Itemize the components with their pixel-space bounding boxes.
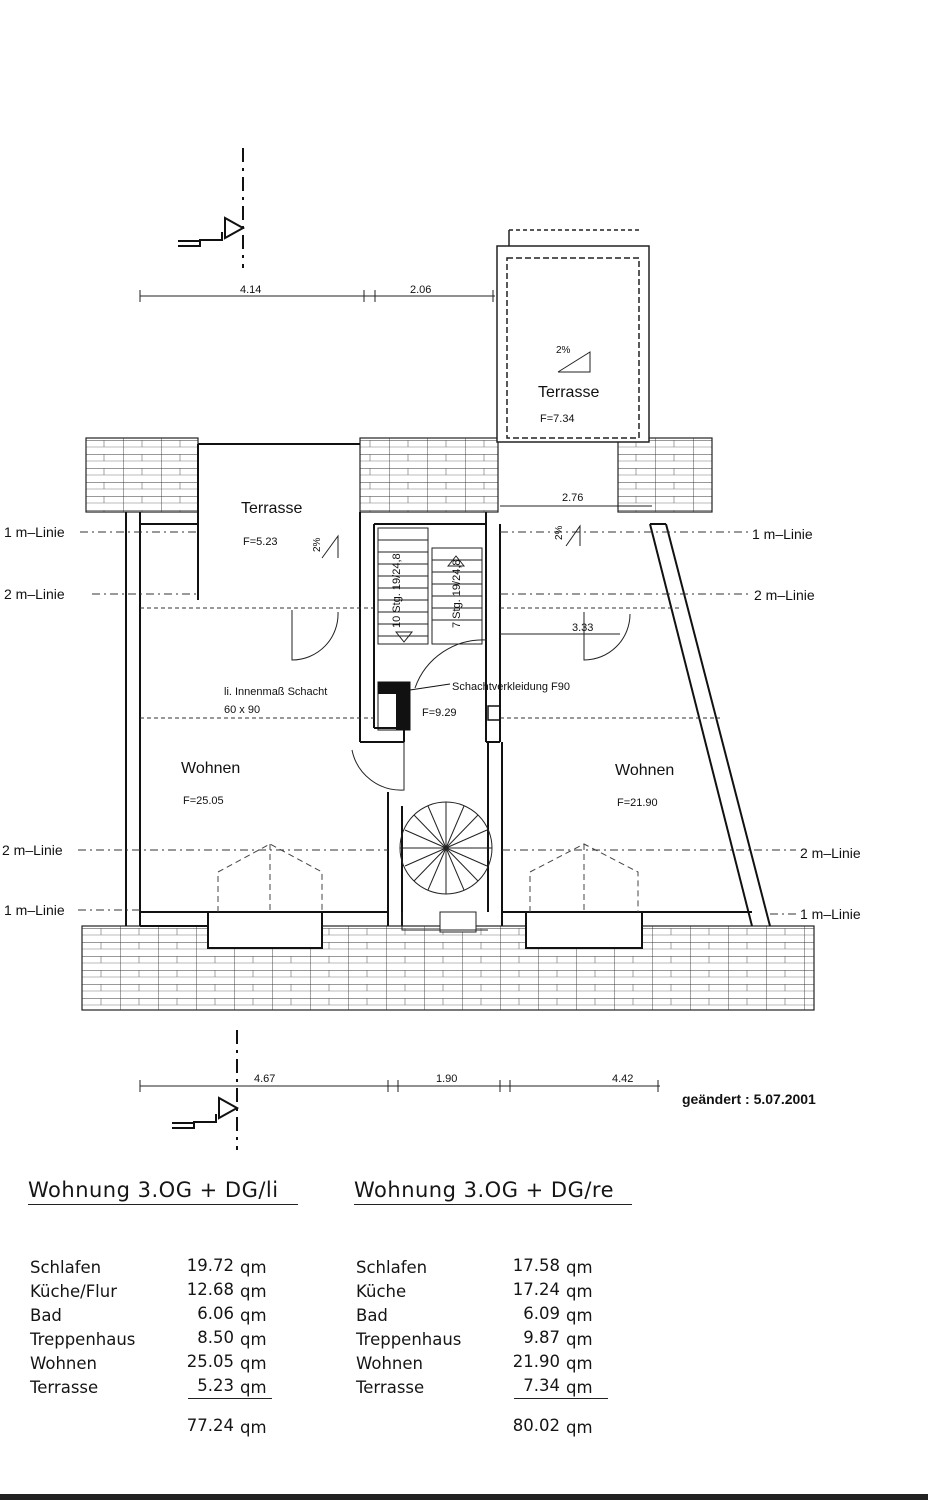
spiral-stair (399, 801, 493, 933)
section-marker-bottom (172, 1030, 240, 1150)
table-row-value: 9.87 (523, 1328, 560, 1347)
table-row-unit: qm (566, 1330, 593, 1349)
label-1m-left-top: 1 m–Linie (4, 524, 65, 540)
stair-label-right: 7 Stg. 19/24,8 (451, 560, 463, 629)
slope-left: 2% (312, 537, 323, 552)
shaft-cladding-label: Schachtverkleidung F90 (452, 681, 570, 693)
table-row-label: Wohnen (30, 1354, 97, 1373)
area-table-right: Wohnung 3.OG + DG/re Schlafen 17.58 qm K… (354, 1178, 654, 1448)
area-table-right-title: Wohnung 3.OG + DG/re (354, 1178, 632, 1205)
stair-flights (377, 527, 483, 645)
table-row-value: 6.06 (197, 1304, 234, 1323)
room-terrasse-left-area: F=5.23 (243, 536, 278, 548)
label-2m-left-top: 2 m–Linie (4, 586, 65, 602)
room-terrasse-right-name: Terrasse (538, 384, 599, 401)
table-row-label: Terrasse (356, 1378, 425, 1397)
area-table-left: Wohnung 3.OG + DG/li Schlafen 19.72 qm K… (28, 1178, 328, 1448)
table-row-value: 17.58 (512, 1256, 560, 1275)
table-row-unit: qm (566, 1306, 593, 1325)
dimension-276: 2.76 (562, 492, 583, 504)
scan-edge (0, 1494, 928, 1500)
label-2m-right-top: 2 m–Linie (754, 587, 815, 603)
table-row-unit: qm (240, 1378, 267, 1397)
table-row-label: Schlafen (356, 1258, 428, 1277)
table-row-unit: qm (566, 1354, 593, 1373)
label-2m-left-bottom: 2 m–Linie (2, 842, 63, 858)
height-lines (78, 531, 796, 915)
dimension-467: 4.67 (254, 1073, 275, 1085)
roof-tiles-bottom (81, 925, 815, 1011)
label-1m-right-bottom: 1 m–Linie (800, 906, 861, 922)
dimension-206: 2.06 (410, 284, 431, 296)
table-row-unit: qm (240, 1354, 267, 1373)
dimension-333: 3.33 (572, 622, 593, 634)
table-total-unit: qm (566, 1418, 593, 1437)
table-row-unit: qm (566, 1282, 593, 1301)
slope-mid: 2% (554, 525, 565, 540)
roof-tiles-top-right (617, 437, 713, 513)
area-table-left-title: Wohnung 3.OG + DG/li (28, 1178, 298, 1205)
sum-underline (188, 1398, 272, 1399)
room-wohnen-left-name: Wohnen (181, 760, 240, 777)
walls (125, 443, 771, 949)
table-row-label: Treppenhaus (356, 1330, 462, 1349)
slope-symbols (321, 351, 591, 559)
label-1m-right-top: 1 m–Linie (752, 526, 813, 542)
table-row-unit: qm (240, 1282, 267, 1301)
table-row-value: 7.34 (523, 1376, 560, 1395)
room-wohnen-left-area: F=25.05 (183, 795, 224, 807)
table-row-label: Schlafen (30, 1258, 102, 1277)
table-row-label: Bad (356, 1306, 388, 1325)
label-1m-left-bottom: 1 m–Linie (4, 902, 65, 918)
section-marker-top (178, 148, 246, 268)
floor-plan-drawing: 4.14 2.06 (2, 148, 861, 1150)
shaft (377, 681, 501, 731)
table-row-value: 8.50 (197, 1328, 234, 1347)
table-row-unit: qm (566, 1258, 593, 1277)
table-row-label: Bad (30, 1306, 62, 1325)
table-row-unit: qm (240, 1330, 267, 1349)
table-row-label: Wohnen (356, 1354, 423, 1373)
table-row-value: 12.68 (186, 1280, 234, 1299)
sum-underline (514, 1398, 608, 1399)
dimension-line-bottom (139, 1080, 660, 1092)
table-row-value: 19.72 (186, 1256, 234, 1275)
table-total-value: 80.02 (512, 1416, 560, 1435)
table-row-unit: qm (240, 1258, 267, 1277)
room-terrasse-right-area: F=7.34 (540, 413, 575, 425)
stair-label-left: 10 Stg. 19/24,8 (391, 553, 403, 628)
table-total-unit: qm (240, 1418, 267, 1437)
table-row-value: 25.05 (186, 1352, 234, 1371)
table-row-value: 5.23 (197, 1376, 234, 1395)
roof-tiles-top-left (85, 437, 199, 513)
dimension-442: 4.42 (612, 1073, 633, 1085)
slope-right: 2% (556, 345, 571, 356)
roof-tiles-top-mid (359, 437, 499, 513)
table-row-label: Küche/Flur (30, 1282, 118, 1301)
changed-date: geändert : 5.07.2001 (682, 1091, 816, 1107)
dimension-190: 1.90 (436, 1073, 457, 1085)
table-row-unit: qm (240, 1306, 267, 1325)
table-total-value: 77.24 (186, 1416, 234, 1435)
door-swings (291, 610, 631, 791)
shaft-note-line2: 60 x 90 (224, 704, 260, 716)
table-row-label: Treppenhaus (30, 1330, 136, 1349)
inner-dimensions (500, 505, 652, 635)
terrace-right-outline (496, 229, 650, 443)
room-wohnen-right-name: Wohnen (615, 762, 674, 779)
room-wohnen-right-area: F=21.90 (617, 797, 658, 809)
dormer-outlines (217, 843, 639, 912)
dimension-line-top (139, 290, 495, 302)
label-2m-right-bottom: 2 m–Linie (800, 845, 861, 861)
table-row-unit: qm (566, 1378, 593, 1397)
stair-area: F=9.29 (422, 707, 457, 719)
table-row-value: 6.09 (523, 1304, 560, 1323)
table-row-value: 17.24 (512, 1280, 560, 1299)
dimension-414: 4.14 (240, 284, 261, 296)
table-row-label: Terrasse (30, 1378, 99, 1397)
shaft-note-line1: li. Innenmaß Schacht (224, 686, 327, 698)
table-row-value: 21.90 (512, 1352, 560, 1371)
table-row-label: Küche (356, 1282, 407, 1301)
room-terrasse-left-name: Terrasse (241, 500, 302, 517)
